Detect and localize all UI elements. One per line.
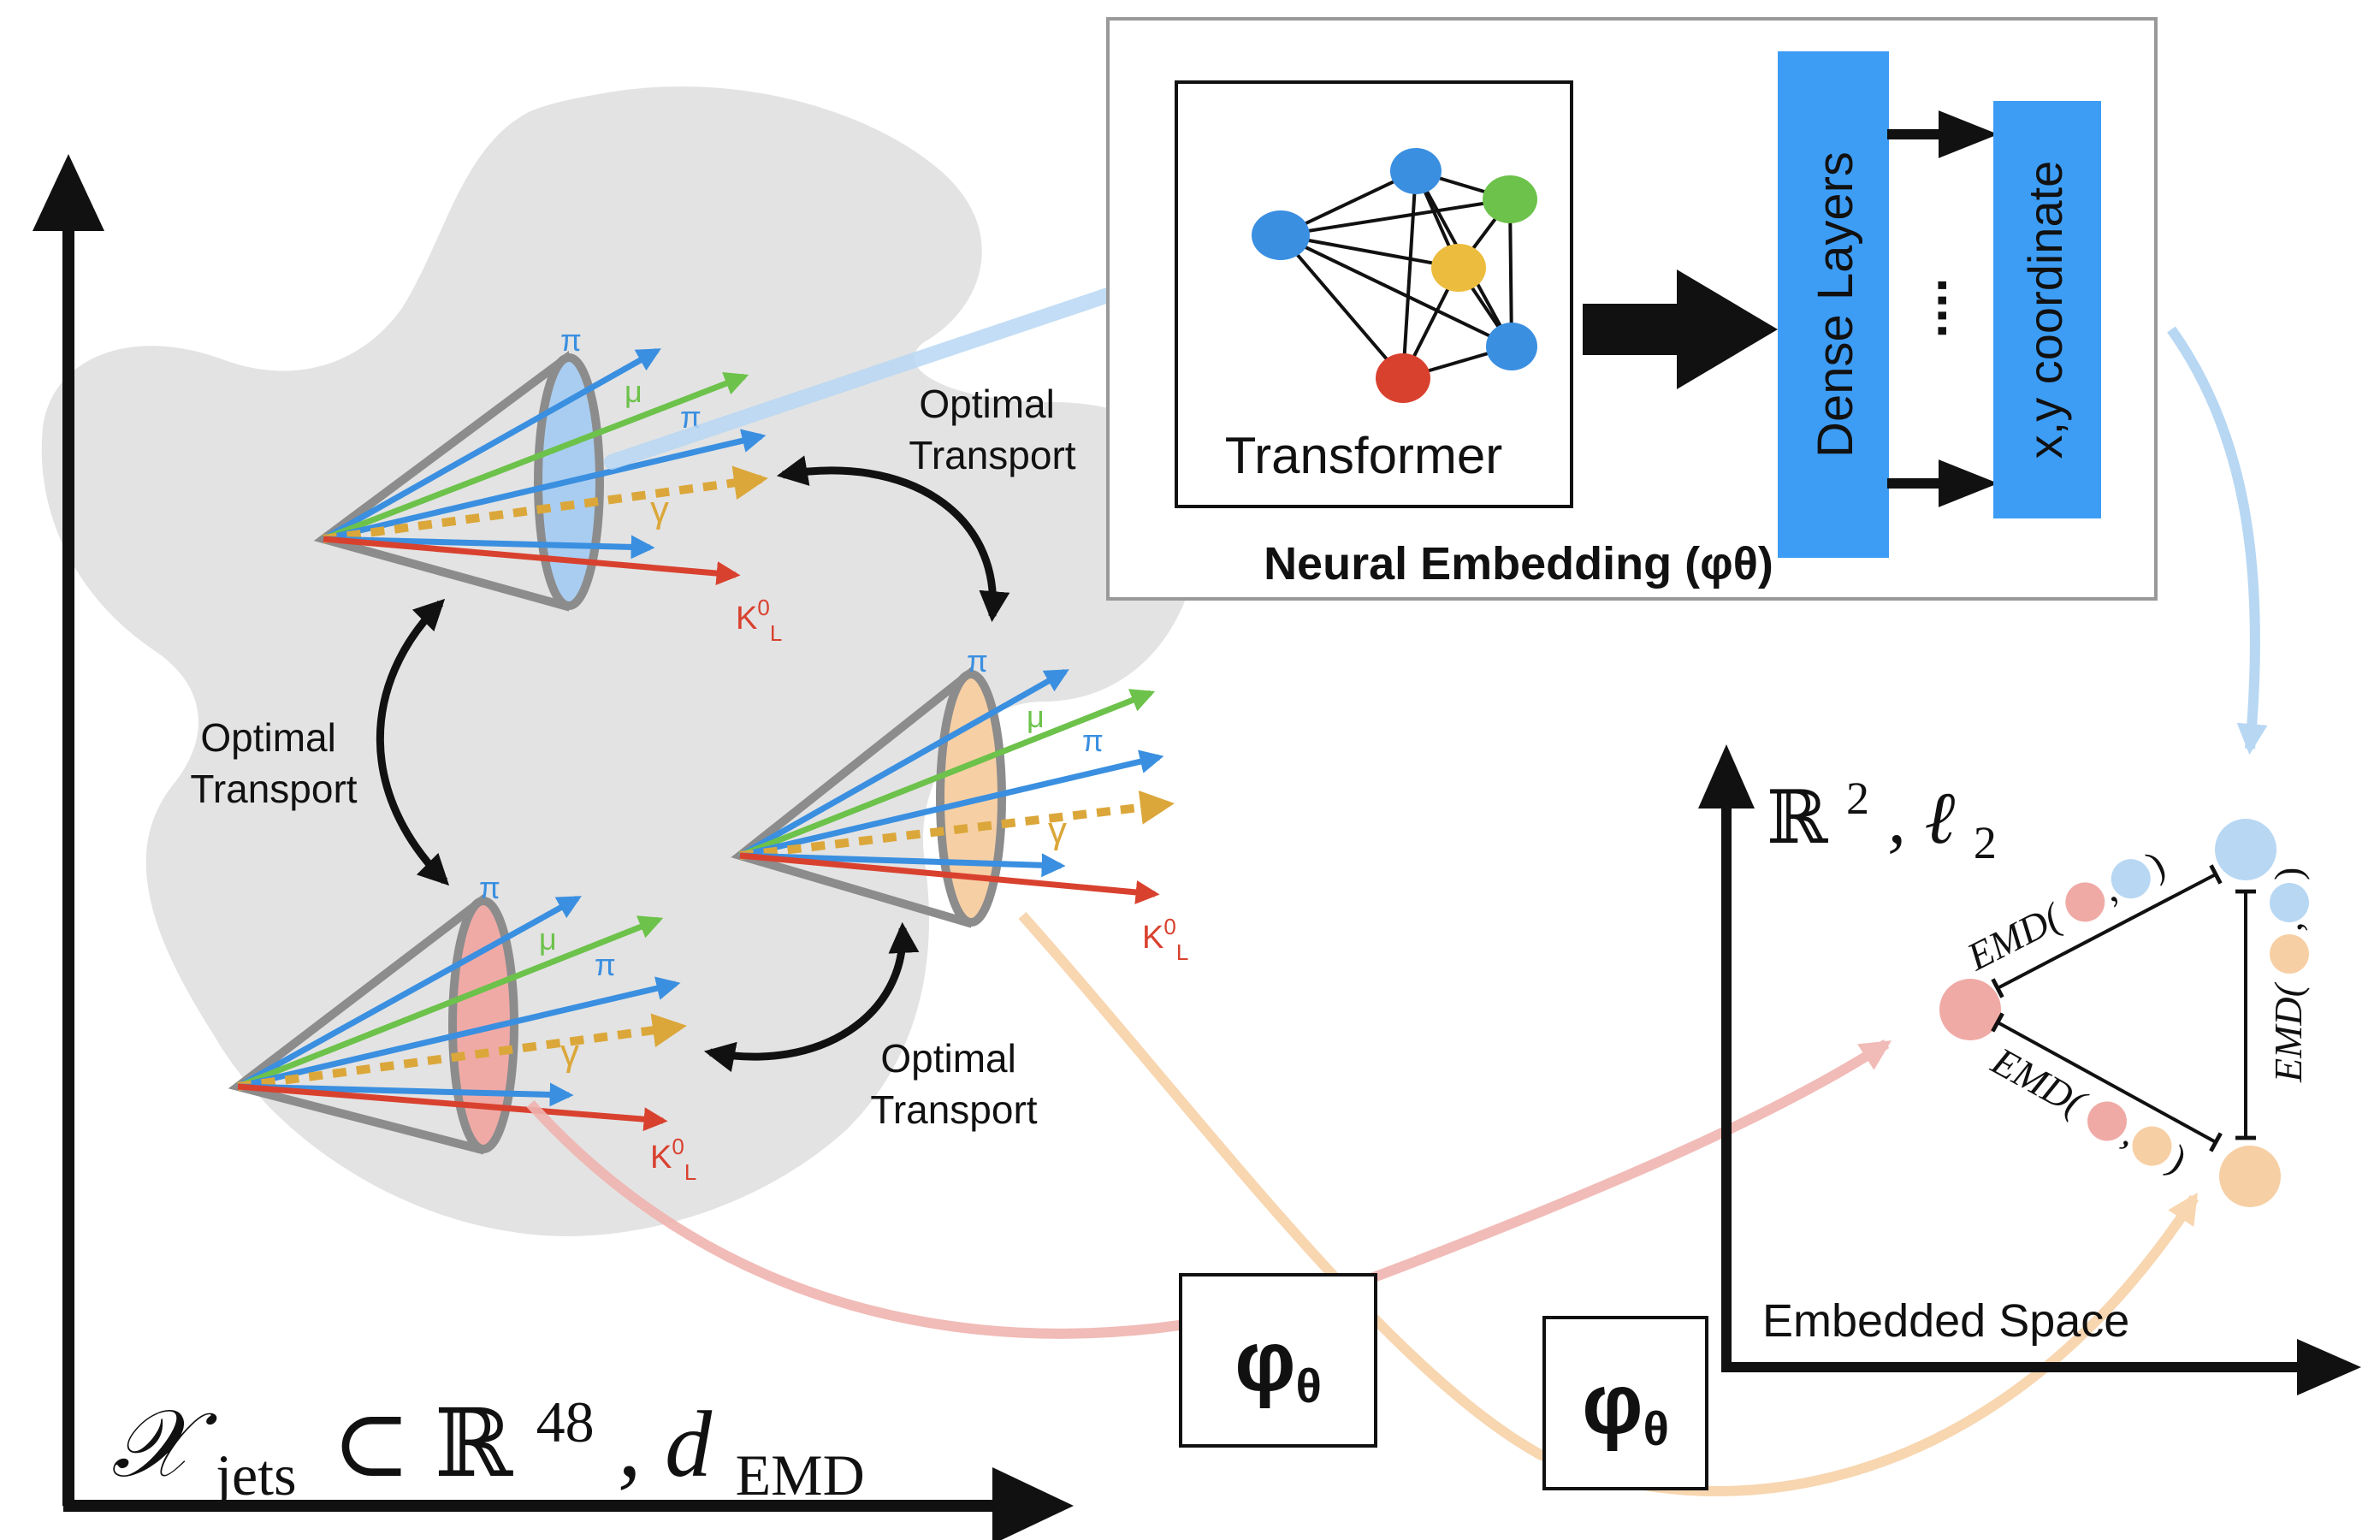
transport-label-left: Optimal Transport [190, 715, 357, 811]
neural-embedding-box: Transformer Dense Layers .... x,y coordi… [1106, 17, 2158, 601]
svg-text:,: , [2266, 922, 2310, 933]
jet-red-pion-2 [237, 976, 681, 1090]
svg-text:): ) [2266, 868, 2310, 880]
jet-blue-pion-2 [323, 429, 767, 542]
jet-red-pion-label-2: π [595, 947, 616, 982]
graph-node-blue-2 [1390, 148, 1442, 194]
embedding-map-box-1: φθ [1179, 1273, 1377, 1448]
transformer-block [1175, 80, 1573, 508]
dense-to-output-arrow-bottom [1887, 459, 1998, 507]
jet-red-photon [237, 1013, 687, 1091]
jet-blue-kaon-label: K0L [736, 595, 782, 646]
jet-blue-kaon [323, 536, 741, 586]
jet-to-network-connector [604, 287, 1116, 470]
jet-red: π μ π γ K0L [228, 870, 696, 1185]
emd-label-red-orange: EMD( , ) [1984, 1039, 2194, 1182]
transport-arrow-left [376, 598, 450, 886]
jet-blue-photon [323, 465, 768, 543]
emd-bar-red-blue [1991, 864, 2223, 998]
jet-red-muon [236, 915, 664, 1090]
neural-embedding-caption: Neural Embedding (φθ) [1264, 538, 1773, 589]
jet-blue-pion-label-1: π [560, 323, 582, 358]
emd-label-blue-orange: EMD( , ) [2266, 868, 2310, 1083]
jet-red-kaon-label: K0L [650, 1134, 696, 1185]
jet-blue-pion-1 [322, 347, 661, 542]
dense-layers-block [1778, 51, 1889, 558]
embedded-point-orange [2219, 1146, 2281, 1207]
svg-text:EMD(: EMD( [2266, 981, 2310, 1083]
jet-blue-muon [322, 372, 749, 542]
embedded-space-axes [1698, 744, 2361, 1395]
graph-node-green [1483, 175, 1537, 223]
jet-orange-kaon-label: K0L [1142, 914, 1188, 965]
svg-text:φθ: φθ [1582, 1356, 1669, 1455]
jet-orange-pion-3 [739, 852, 1066, 878]
transport-arrow-bottom [703, 921, 920, 1073]
input-space-label: 𝒳 jets ⊂ ℝ 48 , d EMD [111, 1358, 865, 1515]
output-ellipsis: .... [1897, 277, 1958, 338]
graph-node-gold [1431, 244, 1486, 292]
xy-output-label: x,y coordinate [2018, 161, 2072, 459]
transport-arrow-top [776, 455, 1010, 623]
jet-orange-kaon [739, 852, 1160, 904]
embedded-point-blue [2215, 819, 2276, 880]
jet-red-kaon [237, 1083, 668, 1132]
xy-output-block [1993, 101, 2101, 518]
jet-orange-pion-1 [738, 668, 1069, 859]
jet-blue-pion-3 [323, 535, 655, 560]
jet-orange-pion-2 [739, 749, 1164, 859]
embedding-map-box-2: φθ [1542, 1316, 1708, 1490]
jet-orange-muon-label: μ [1027, 699, 1045, 734]
graph-node-blue-1 [1252, 210, 1310, 260]
transformer-label: Transformer [1225, 427, 1503, 484]
jet-red-photon-label: γ [560, 1032, 579, 1074]
map-curve-orange [1018, 912, 2199, 1496]
transformer-to-dense-arrow [1583, 270, 1778, 389]
network-to-embedding-arrow [2167, 326, 2268, 755]
svg-text:φθ: φθ [1234, 1313, 1322, 1413]
dense-to-output-arrow-top [1887, 110, 1998, 158]
svg-text:EMD(: EMD( [1984, 1039, 2093, 1126]
jet-red-pion-1 [236, 895, 582, 1090]
input-space-axes [33, 154, 1074, 1540]
emd-bar-red-orange [1991, 1012, 2223, 1152]
graph-node-red [1376, 353, 1430, 403]
embedded-point-red [1939, 979, 2001, 1040]
embedded-space-caption: Embedded Space [1762, 1295, 2129, 1347]
jet-orange-photon-label: γ [1048, 809, 1067, 851]
transport-label-bottom: Optimal Transport [870, 1036, 1037, 1132]
jet-orange-muon [738, 689, 1156, 859]
graph-node-blue-3 [1486, 323, 1537, 370]
svg-text:EMD(: EMD( [1959, 894, 2069, 979]
jet-orange-pion-label-1: π [967, 643, 988, 678]
jet-orange-pion-label-2: π [1082, 723, 1104, 758]
embedded-space-label: ℝ 2 , ℓ 2 [1767, 748, 1997, 868]
dense-layers-label: Dense Layers [1808, 151, 1863, 458]
jet-orange: π μ π γ K0L [731, 643, 1188, 965]
jet-red-muon-label: μ [539, 921, 557, 957]
jet-blue: π μ π γ K0L [313, 323, 782, 646]
jet-red-pion-label-1: π [479, 870, 500, 905]
jet-red-pion-3 [237, 1082, 574, 1107]
transport-label-top: Optimal Transport [909, 382, 1075, 477]
jet-blue-photon-label: γ [650, 489, 669, 530]
jet-blue-muon-label: μ [625, 374, 642, 409]
